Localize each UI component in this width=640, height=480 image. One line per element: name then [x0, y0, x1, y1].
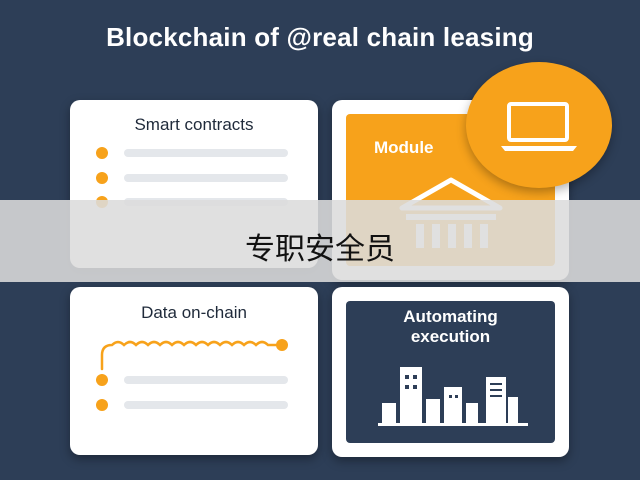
module-label: Module: [374, 138, 434, 157]
page-title: Blockchain of @real chain leasing: [106, 22, 534, 52]
city-skyline-icon: [378, 367, 528, 426]
placeholder-line: [124, 376, 288, 384]
automating-label-line1: Automating: [403, 307, 498, 326]
placeholder-line: [124, 149, 288, 157]
chain-wave-icon: [100, 339, 288, 371]
placeholder-line: [124, 401, 288, 409]
bullet-dot: [96, 147, 108, 159]
bullet-dot: [96, 399, 108, 411]
placeholder-line: [124, 174, 288, 182]
data-on-chain-label: Data on-chain: [141, 303, 247, 322]
automating-execution-card: Automating execution: [332, 287, 569, 457]
smart-contracts-label: Smart contracts: [134, 115, 254, 134]
laptop-badge: [466, 62, 612, 188]
bullet-dot: [96, 172, 108, 184]
laptop-icon: [501, 102, 577, 151]
overlay-caption: 专职安全员: [245, 232, 395, 267]
automating-panel: Automating execution: [346, 301, 555, 443]
overlay-band: [0, 200, 640, 282]
automating-label-line2: execution: [410, 327, 491, 346]
bullet-dot: [96, 374, 108, 386]
data-on-chain-card: Data on-chain: [70, 287, 318, 455]
